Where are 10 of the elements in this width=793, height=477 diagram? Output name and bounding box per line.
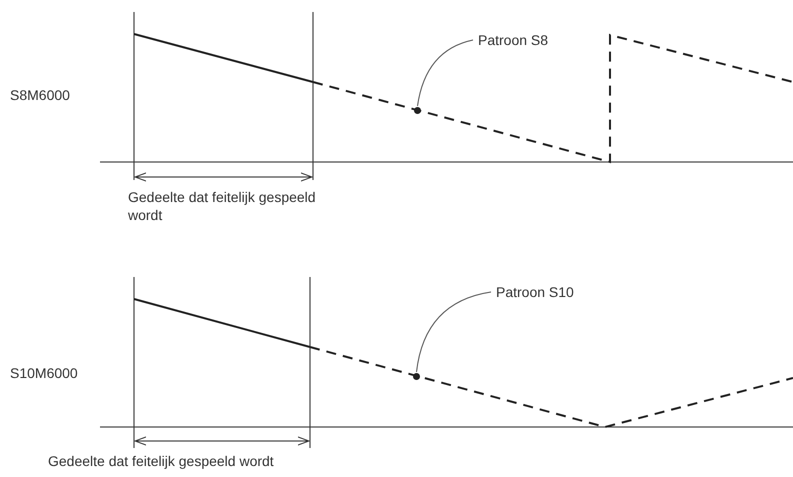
row-label: S8M6000 xyxy=(10,86,71,104)
annotation-text: Gedeelte dat feitelijk gespeeld wordt xyxy=(128,188,317,224)
waveform-point xyxy=(413,373,420,380)
row-label: S10M6000 xyxy=(10,364,79,382)
callout-text: Patroon S10 xyxy=(496,283,574,301)
leader-line xyxy=(417,40,474,106)
callout-text: Patroon S8 xyxy=(478,31,548,49)
annotation-text: Gedeelte dat feitelijk gespeeld wordt xyxy=(48,452,275,470)
waveform-point xyxy=(414,107,421,114)
leader-line xyxy=(416,292,492,372)
